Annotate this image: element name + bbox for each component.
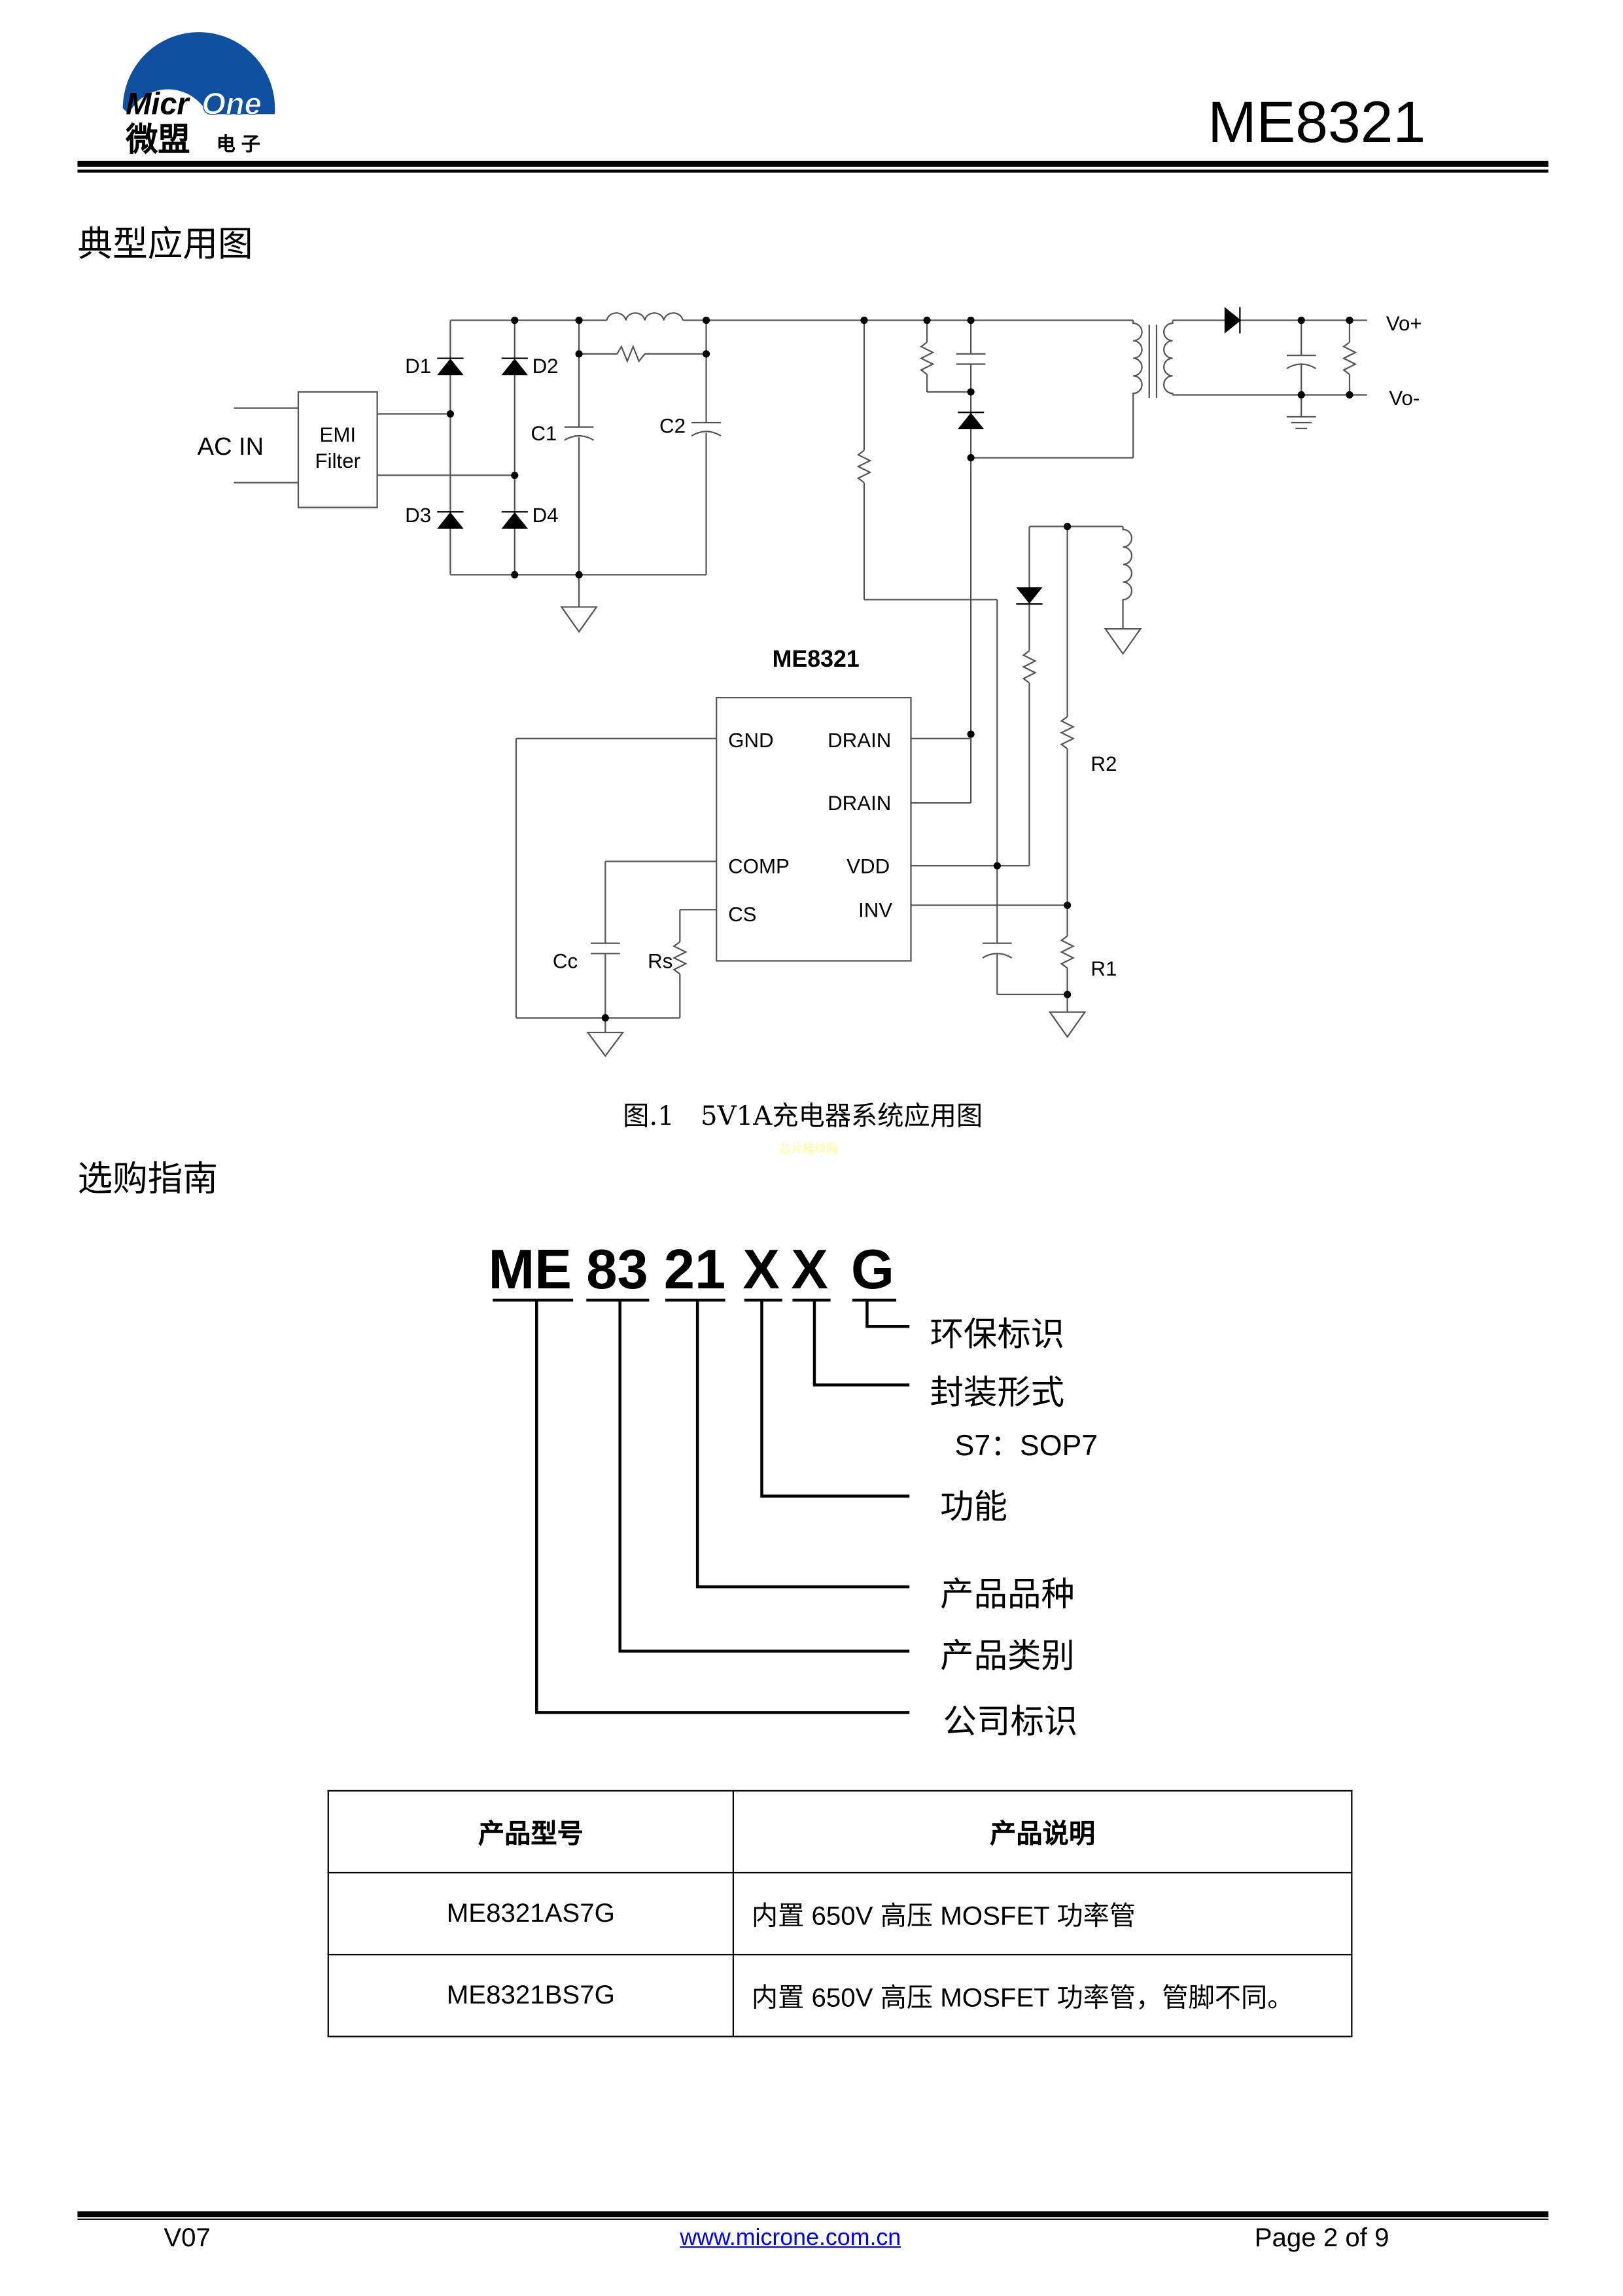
logo-cn: 微盟 xyxy=(126,121,190,160)
pin-drain-1: DRAIN xyxy=(828,729,891,752)
table-header: 产品型号 xyxy=(327,1790,735,1874)
figure-caption: 图.1 5V1A充电器系统应用图 xyxy=(623,1101,983,1132)
pin-inv: INV xyxy=(858,898,892,921)
label-category: 产品类别 xyxy=(940,1638,1075,1676)
pin-drain-2: DRAIN xyxy=(828,792,891,815)
label-package-sop7: S7：SOP7 xyxy=(954,1430,1098,1463)
table-row: ME8321AS7G 内置 650V 高压 MOSFET 功率管 xyxy=(327,1871,1353,1956)
code-x1: X xyxy=(742,1240,780,1302)
label-function: 功能 xyxy=(940,1489,1007,1527)
label-c2: C2 xyxy=(659,415,686,438)
label-vo-plus: Vo+ xyxy=(1386,312,1422,335)
label-rs: Rs xyxy=(648,950,672,973)
svg-text:Micr: Micr xyxy=(126,86,190,120)
footer-rule xyxy=(77,2211,1548,2217)
product-table: 产品型号 产品说明 ME8321AS7G 内置 650V 高压 MOSFET 功… xyxy=(327,1790,1353,2038)
section-title-ordering: 选购指南 xyxy=(77,1158,218,1199)
code-21: 21 xyxy=(663,1240,726,1302)
table-header: 产品说明 xyxy=(732,1790,1353,1874)
header-rule-thin xyxy=(77,169,1548,172)
pin-cs: CS xyxy=(728,903,756,926)
label-c1: C1 xyxy=(531,422,557,445)
label-ic: ME8321 xyxy=(773,646,860,672)
label-d3: D3 xyxy=(405,504,431,527)
label-cc: Cc xyxy=(553,950,578,973)
label-emi: EMI xyxy=(319,423,356,446)
label-d1: D1 xyxy=(405,355,431,378)
pin-comp: COMP xyxy=(728,855,790,877)
label-d4: D4 xyxy=(532,504,559,527)
logo: Micr One xyxy=(120,18,277,156)
code-me: ME xyxy=(488,1240,572,1302)
pin-gnd: GND xyxy=(728,729,774,752)
pin-vdd: VDD xyxy=(846,855,890,877)
label-vo-minus: Vo- xyxy=(1389,387,1420,410)
part-number-title: ME8321 xyxy=(1208,90,1426,155)
footer-page-number: Page 2 of 9 xyxy=(1254,2223,1389,2253)
label-ac-in: AC IN xyxy=(198,433,264,461)
header-rule xyxy=(77,160,1548,167)
footer-website-link[interactable]: www.microne.com.cn xyxy=(680,2225,901,2251)
application-circuit: AC IN EMI Filter D1 D2 D3 D4 C1 C2 Vo+ V… xyxy=(198,307,1422,1057)
code-83: 83 xyxy=(586,1240,648,1302)
section-title-application: 典型应用图 xyxy=(77,223,253,265)
table-cell: 内置 650V 高压 MOSFET 功率管，管脚不同。 xyxy=(732,1954,1353,2038)
footer-version: V07 xyxy=(164,2223,211,2253)
label-d2: D2 xyxy=(532,355,559,378)
table-cell: ME8321AS7G xyxy=(327,1871,735,1956)
label-eco: 环保标识 xyxy=(930,1316,1065,1354)
code-g: G xyxy=(850,1240,894,1302)
label-variety: 产品品种 xyxy=(940,1576,1075,1615)
table-cell: 内置 650V 高压 MOSFET 功率管 xyxy=(732,1871,1353,1956)
code-x2: X xyxy=(791,1240,828,1302)
label-r2: R2 xyxy=(1091,752,1117,775)
label-package: 封装形式 xyxy=(930,1374,1065,1413)
footer-rule-thin xyxy=(77,2218,1548,2220)
logo-mark-icon: Micr One xyxy=(122,32,275,121)
watermark: 芯片模块网 xyxy=(779,1142,838,1156)
table-cell: ME8321BS7G xyxy=(327,1954,735,2038)
label-company: 公司标识 xyxy=(943,1703,1078,1742)
logo-cn2: 电子 xyxy=(216,134,266,157)
svg-text:One: One xyxy=(201,86,261,120)
ordering-lines xyxy=(493,1298,910,1714)
label-filter: Filter xyxy=(315,450,361,472)
table-row: ME8321BS7G 内置 650V 高压 MOSFET 功率管，管脚不同。 xyxy=(327,1954,1353,2038)
label-r1: R1 xyxy=(1091,957,1117,980)
table-header-row: 产品型号 产品说明 xyxy=(327,1790,1353,1874)
